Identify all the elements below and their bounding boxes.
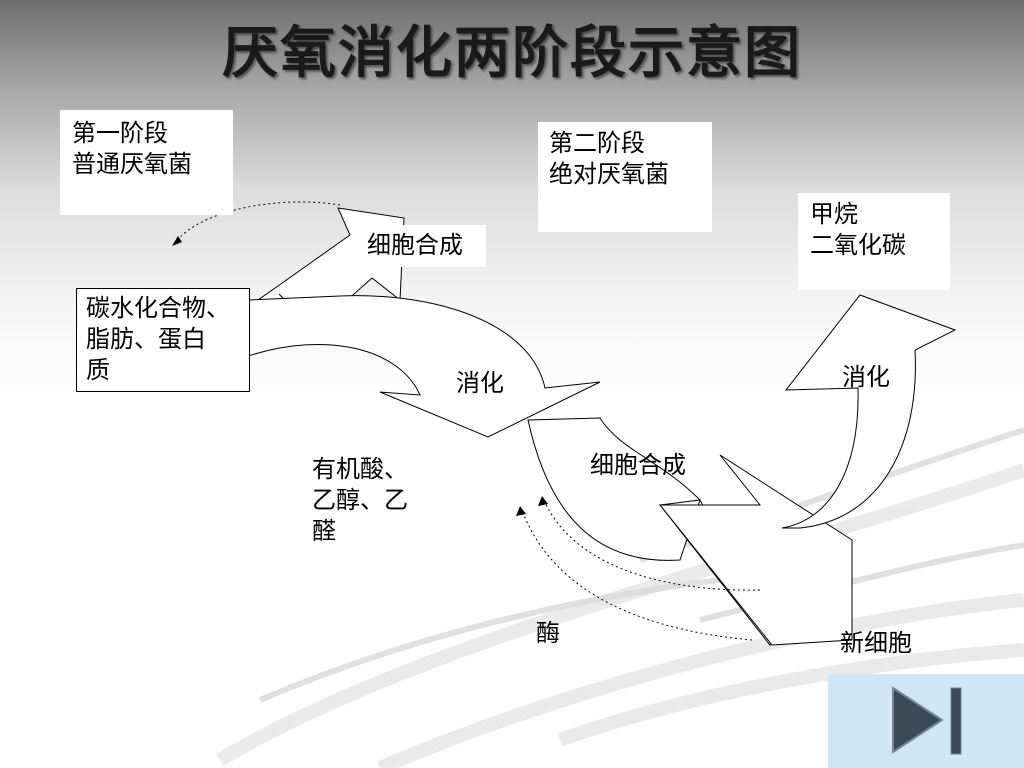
new-cell-arrow-head [658,454,853,646]
products-box: 甲烷 二氧化碳 [798,193,950,290]
intermediates-line-1: 有机酸、 [312,455,408,483]
digestion-label-2: 消化 [842,363,890,391]
stage-one-bacteria: 普通厌氧菌 [72,150,192,178]
dotted-arrowhead-2 [538,496,548,506]
page-title: 厌氧消化两阶段示意图 [222,20,802,86]
intermediates-line-2: 乙醇、乙 [312,486,408,514]
next-slide-button[interactable] [828,674,1024,768]
intermediates-block: 有机酸、 乙醇、乙 醛 [312,454,408,547]
new-cells-box: 新细胞 [836,628,928,664]
product-methane: 甲烷 [810,200,858,228]
dotted-arrow-enzyme-1 [543,499,761,591]
dotted-arrow-enzyme-2 [521,509,753,641]
stage-two-box: 第二阶段 绝对厌氧菌 [538,122,712,232]
cell-synthesis-top-box: 细胞合成 [361,225,486,267]
cell-synthesis-top-label: 细胞合成 [367,231,463,259]
enzyme-label: 酶 [536,619,560,647]
stage-two-bacteria: 绝对厌氧菌 [549,160,669,188]
cell-synthesis-mid-label: 细胞合成 [590,451,686,479]
stage-two-title: 第二阶段 [549,129,645,157]
digestion-arrow-1 [247,295,601,438]
stage-one-title: 第一阶段 [72,119,168,147]
intermediates-line-3: 醛 [312,517,336,545]
substrate-line-3: 质 [86,356,110,384]
digestion-label-1: 消化 [456,369,504,397]
play-next-icon [892,686,962,755]
dotted-arrowhead-3 [516,506,526,516]
digestion-arrow-2 [781,294,957,529]
dotted-arrow-stage1 [175,201,341,243]
stage-one-box: 第一阶段 普通厌氧菌 [60,110,233,215]
dotted-arrowhead-1 [172,236,182,246]
substrate-line-1: 碳水化合物、 [86,294,230,322]
substrate-box: 碳水化合物、 脂肪、蛋白 质 [76,288,250,392]
product-co2: 二氧化碳 [810,231,906,259]
substrate-line-2: 脂肪、蛋白 [86,325,206,353]
new-cells-label: 新细胞 [840,629,912,657]
